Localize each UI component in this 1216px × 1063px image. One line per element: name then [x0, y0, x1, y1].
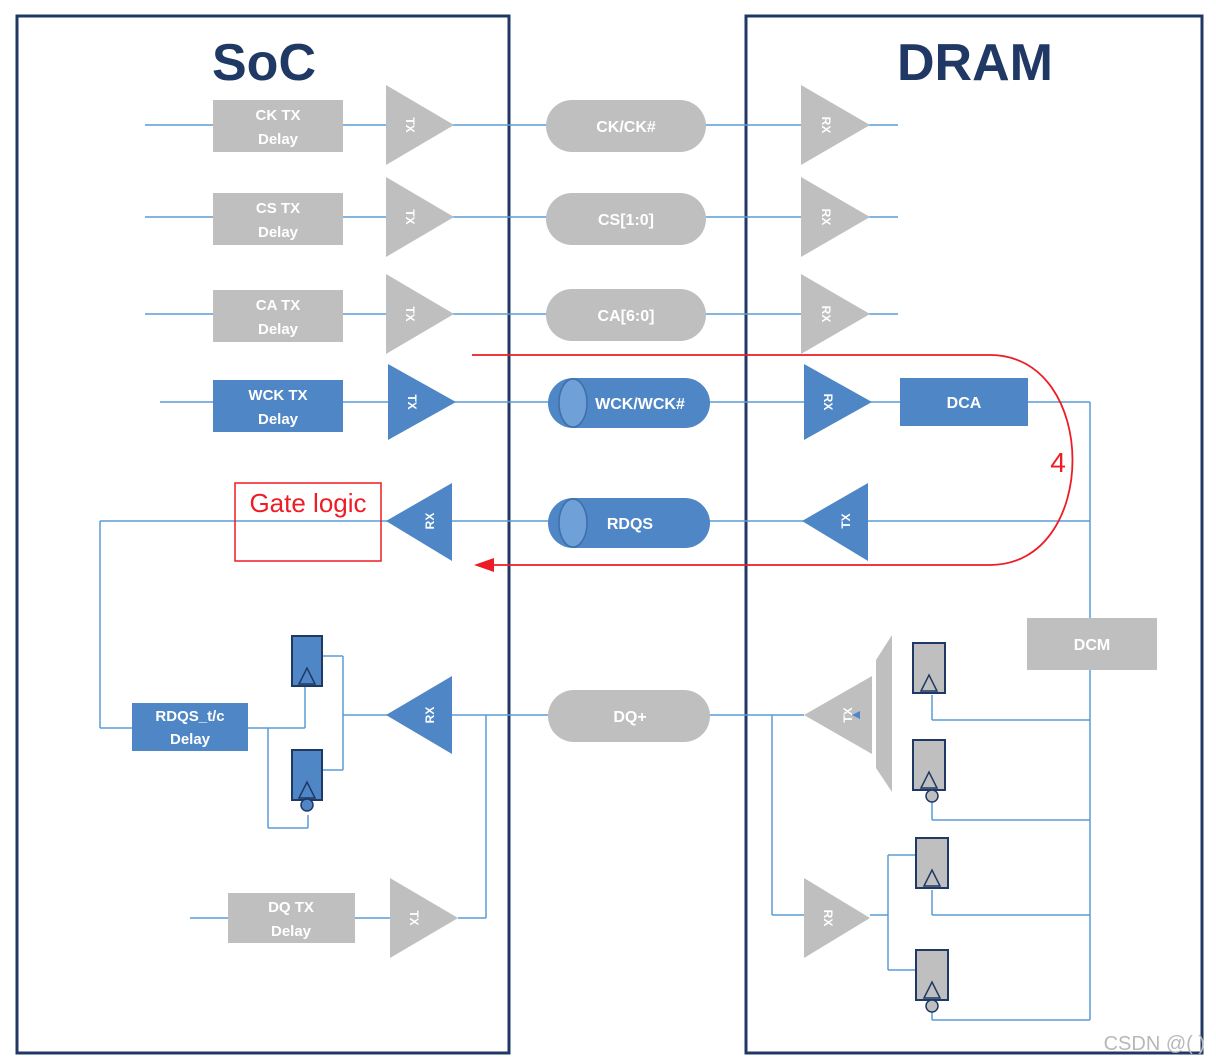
dq-tx-buffer-label: TX [407, 910, 421, 925]
loop-path-annotation: 4 [472, 354, 1074, 572]
cs-tx-delay-box: CS TX Delay [213, 193, 343, 245]
watermark: CSDN @( ) [1104, 1033, 1205, 1055]
ck-tx-buffer: TX [386, 85, 454, 165]
cs-channel-label: CS[1:0] [598, 212, 654, 229]
rdqs-tx-buffer: TX [802, 483, 868, 561]
soc-flop-rising [291, 635, 323, 687]
cs-channel: CS[1:0] [546, 193, 706, 245]
ca-tx-delay-line2: Delay [258, 321, 299, 338]
ck-tx-buffer-label: TX [403, 117, 417, 132]
wck-rx-buffer: RX [804, 364, 872, 440]
dram-dq-tx-buffer: TX [804, 676, 872, 754]
ck-channel: CK/CK# [546, 100, 706, 152]
ca-rx-buffer: RX [801, 274, 870, 354]
ca-channel: CA[6:0] [546, 289, 706, 341]
wck-channel: WCK/WCK# [548, 378, 710, 428]
dca-label: DCA [947, 395, 982, 412]
dq-rx-buffer: RX [386, 676, 452, 754]
rdqs-rx-buffer-label: RX [423, 513, 437, 530]
dca-block: DCA [900, 378, 1028, 426]
dq-channel: DQ+ [548, 690, 710, 742]
rdqs-tx-buffer-label: TX [839, 513, 853, 528]
mux-arrow-icon [852, 711, 860, 719]
loop-number-label: 4 [1050, 447, 1066, 478]
wck-tx-buffer-label: TX [405, 394, 419, 409]
dram-panel [744, 14, 1204, 1055]
rdqs-rx-buffer: RX [386, 483, 452, 561]
ck-rx-buffer: RX [801, 85, 870, 165]
ca-rx-buffer-label: RX [819, 306, 833, 323]
dram-title: DRAM [897, 34, 1053, 92]
wck-tx-delay-line2: Delay [258, 411, 299, 428]
dram-flop-tx-rising [912, 642, 946, 694]
ca-tx-delay-line1: CA TX [256, 297, 300, 314]
ck-tx-delay-line2: Delay [258, 131, 299, 148]
dram-flop-rx-falling [915, 949, 949, 1013]
soc-title: SoC [212, 34, 316, 92]
soc-panel [15, 14, 511, 1055]
ca-tx-delay-box: CA TX Delay [213, 290, 343, 342]
cs-tx-delay-line1: CS TX [256, 200, 300, 217]
dcm-label: DCM [1074, 637, 1110, 654]
rdqs-delay-line1: RDQS_t/c [155, 708, 224, 725]
cs-tx-buffer-label: TX [403, 209, 417, 224]
wck-channel-label: WCK/WCK# [595, 396, 685, 413]
wck-tx-buffer: TX [388, 364, 456, 440]
cs-tx-buffer: TX [386, 177, 454, 257]
rdqs-channel: RDQS [548, 498, 710, 548]
dram-dq-rx-buffer: RX [804, 878, 870, 958]
dq-tx-delay-line2: Delay [271, 923, 312, 940]
rdqs-channel-label: RDQS [607, 516, 654, 533]
dq-tx-buffer: TX [390, 878, 458, 958]
ca-tx-buffer-label: TX [403, 306, 417, 321]
dram-dq-rx-buffer-label: RX [821, 910, 835, 927]
ca-channel-label: CA[6:0] [598, 308, 655, 325]
gate-logic-label: Gate logic [249, 488, 366, 518]
ck-rx-buffer-label: RX [819, 117, 833, 134]
rdqs-delay-line2: Delay [170, 731, 211, 748]
soc-flop-falling [291, 749, 323, 812]
loop-arrow-icon [474, 558, 494, 572]
dq-tx-delay-line1: DQ TX [268, 899, 314, 916]
cs-rx-buffer: RX [801, 177, 870, 257]
dcm-block: DCM [1027, 618, 1157, 670]
dq-channel-label: DQ+ [613, 709, 646, 726]
dram-flop-rx-rising [915, 837, 949, 889]
rdqs-delay-box: RDQS_t/c Delay [132, 703, 248, 751]
dq-serializer-mux [876, 635, 892, 792]
wck-rx-buffer-label: RX [821, 394, 835, 411]
dram-flop-tx-falling [912, 739, 946, 803]
ck-channel-label: CK/CK# [596, 119, 656, 136]
ca-tx-buffer: TX [386, 274, 454, 354]
gate-logic-annotation: Gate logic [234, 482, 382, 562]
wck-tx-delay-box: WCK TX Delay [213, 380, 343, 432]
dq-tx-delay-box: DQ TX Delay [228, 893, 355, 943]
dram-dq-tx-buffer-label: TX [841, 707, 855, 722]
cs-rx-buffer-label: RX [819, 209, 833, 226]
ck-tx-delay-box: CK TX Delay [213, 100, 343, 152]
cs-tx-delay-line2: Delay [258, 224, 299, 241]
ck-tx-delay-line1: CK TX [256, 107, 301, 124]
dq-rx-buffer-label: RX [423, 707, 437, 724]
wck-tx-delay-line1: WCK TX [248, 387, 307, 404]
